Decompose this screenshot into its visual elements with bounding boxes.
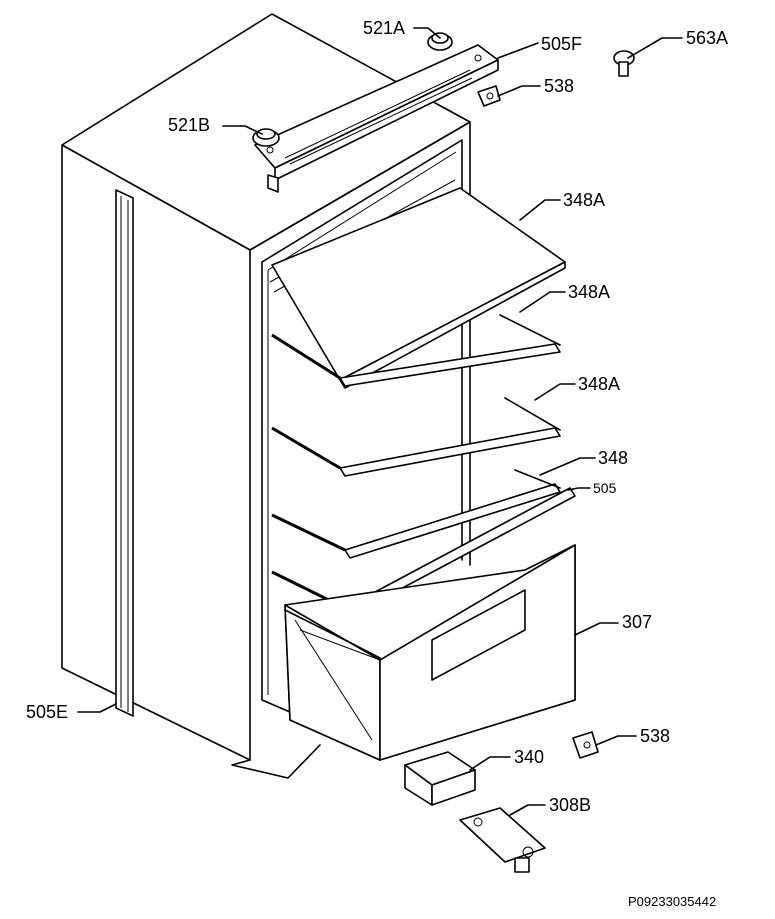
callout-348a-2: 348A bbox=[568, 282, 610, 302]
glass-shelf-4 bbox=[271, 469, 561, 559]
callout-308b: 308B bbox=[549, 795, 591, 815]
knob-521b bbox=[252, 128, 280, 147]
glass-shelf-1 bbox=[271, 187, 566, 389]
leader-lines bbox=[77, 27, 683, 816]
callout-538-bottom: 538 bbox=[640, 726, 670, 746]
callout-521b: 521B bbox=[168, 115, 210, 135]
knob-521a bbox=[427, 32, 453, 51]
callout-348: 348 bbox=[598, 448, 628, 468]
top-hinge-bracket bbox=[254, 44, 499, 193]
callout-307: 307 bbox=[622, 612, 652, 632]
callout-563a: 563A bbox=[686, 28, 728, 48]
callout-labels: 521A 505F 563A 538 521B 348A 348A 348A 3… bbox=[26, 18, 728, 815]
crisper-drawer bbox=[284, 544, 576, 761]
door-seal-strip bbox=[115, 189, 134, 717]
callout-505e: 505E bbox=[26, 702, 68, 722]
callout-521a: 521A bbox=[363, 18, 405, 38]
callout-348a-1: 348A bbox=[563, 190, 605, 210]
callout-505f: 505F bbox=[541, 34, 582, 54]
glass-shelf-3 bbox=[271, 397, 561, 477]
hinge-pin-538-top bbox=[477, 85, 501, 107]
reference-code: P09233035442 bbox=[628, 894, 716, 909]
callout-538-top: 538 bbox=[544, 76, 574, 96]
callout-348a-3: 348A bbox=[578, 374, 620, 394]
glass-shelf-2 bbox=[271, 314, 561, 387]
block-340 bbox=[404, 751, 476, 806]
callout-340: 340 bbox=[514, 747, 544, 767]
screw-563a bbox=[613, 50, 635, 77]
callout-505: 505 bbox=[593, 480, 617, 496]
bottom-hinge-308b bbox=[459, 807, 546, 873]
hinge-pin-538-bottom bbox=[572, 731, 599, 759]
